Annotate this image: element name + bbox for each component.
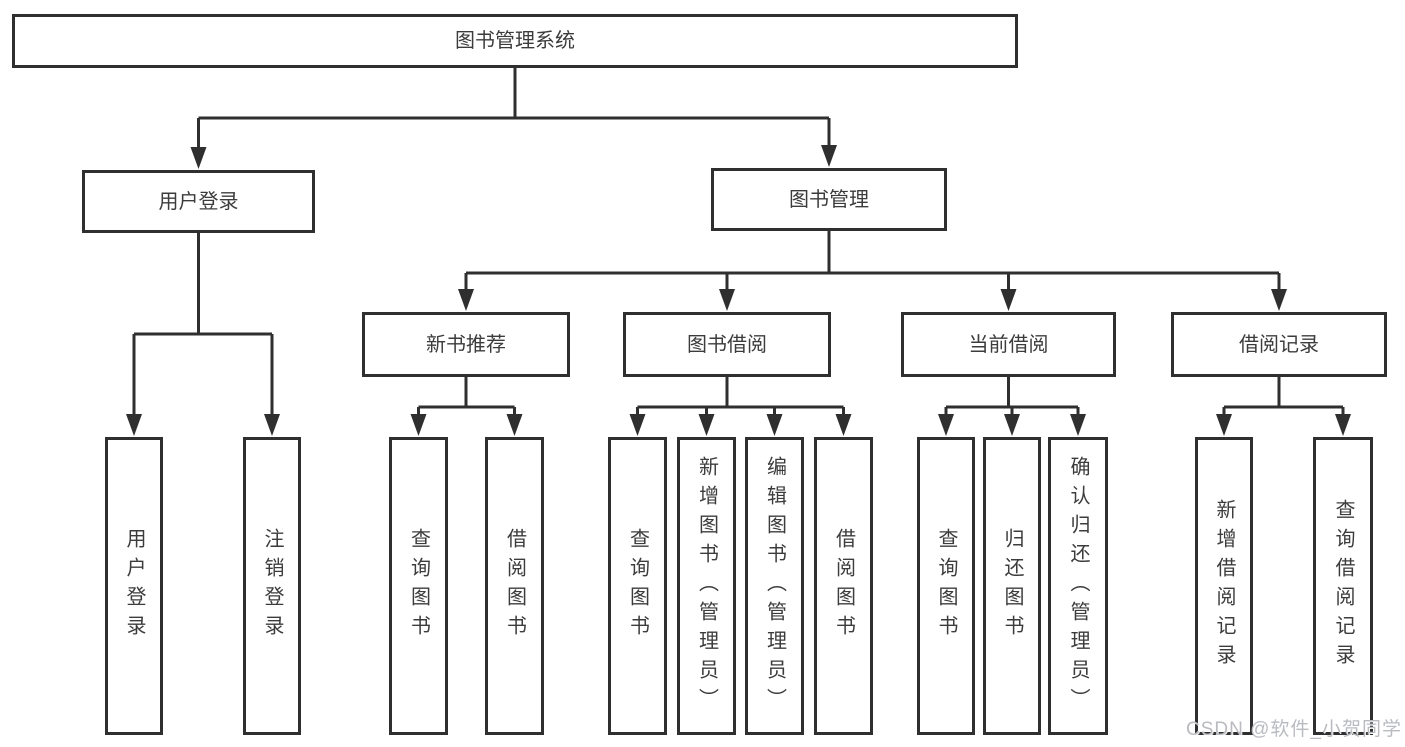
diagram-node-label: 查询图书 — [407, 528, 430, 644]
diagram-node-u2: 注销登录 — [243, 437, 301, 735]
diagram-node-current: 当前借阅 — [901, 312, 1116, 377]
diagram-node-label: 图书管理 — [789, 188, 869, 211]
diagram-node-label: 借阅图书 — [503, 528, 526, 644]
diagram-node-newbook: 新书推荐 — [362, 312, 570, 377]
diagram-node-label: 查询图书 — [626, 528, 649, 644]
diagram-node-label: 新增图书（管理员） — [695, 455, 718, 717]
diagram-node-r2: 查询借阅记录 — [1313, 437, 1373, 735]
diagram-node-label: 查询借阅记录 — [1332, 499, 1354, 673]
diagram-node-label: 查询图书 — [935, 528, 957, 644]
diagram-node-c3: 确认归还（管理员） — [1048, 437, 1108, 735]
diagram-node-n1: 查询图书 — [389, 437, 448, 735]
diagram-node-u1: 用户登录 — [105, 437, 163, 735]
diagram-node-label: 注销登录 — [261, 528, 283, 644]
diagram-node-label: 用户登录 — [158, 190, 239, 213]
diagram-node-label: 图书管理系统 — [455, 30, 575, 52]
arrowhead-icon — [835, 414, 852, 436]
arrowhead-icon — [410, 414, 427, 436]
diagram-node-label: 图书借阅 — [687, 333, 767, 356]
diagram-node-mgmt: 图书管理 — [711, 168, 947, 231]
diagram-node-b3: 编辑图书（管理员） — [745, 437, 804, 735]
diagram-node-label: 当前借阅 — [968, 333, 1049, 356]
diagram-node-label: 编辑图书（管理员） — [763, 455, 786, 717]
arrowhead-icon — [126, 414, 142, 436]
diagram-node-label: 归还图书 — [1001, 528, 1023, 644]
arrowhead-icon — [458, 289, 474, 311]
arrowhead-icon — [938, 414, 954, 436]
arrowhead-icon — [766, 414, 783, 436]
arrowhead-icon — [1216, 414, 1232, 436]
diagram-node-b4: 借阅图书 — [814, 437, 873, 735]
arrowhead-icon — [264, 414, 280, 436]
arrowhead-icon — [1004, 414, 1020, 436]
diagram-node-label: 借阅图书 — [832, 528, 855, 644]
arrowhead-icon — [190, 147, 207, 169]
diagram-node-label: 借阅记录 — [1239, 333, 1319, 356]
diagram-node-n2: 借阅图书 — [485, 437, 544, 735]
arrowhead-icon — [719, 289, 735, 311]
diagram-node-b2: 新增图书（管理员） — [677, 437, 736, 735]
diagram-node-root: 图书管理系统 — [12, 14, 1018, 68]
diagram-node-login: 用户登录 — [82, 170, 315, 233]
diagram-node-label: 确认归还（管理员） — [1067, 455, 1089, 717]
arrowhead-icon — [506, 414, 523, 436]
diagram-node-c1: 查询图书 — [917, 437, 975, 735]
diagram-node-borrow: 图书借阅 — [623, 312, 831, 377]
diagram-node-label: 新增借阅记录 — [1213, 499, 1235, 673]
diagram-node-b1: 查询图书 — [608, 437, 667, 735]
diagram-node-r1: 新增借阅记录 — [1195, 437, 1253, 735]
arrowhead-icon — [629, 414, 646, 436]
watermark: CSDN @软件_小贺同学 — [1186, 719, 1402, 740]
arrowhead-icon — [698, 414, 715, 436]
arrowhead-icon — [1000, 289, 1017, 311]
diagram-node-label: 用户登录 — [123, 528, 145, 644]
arrowhead-icon — [1070, 414, 1086, 436]
diagram-node-c2: 归还图书 — [983, 437, 1041, 735]
arrowhead-icon — [1271, 289, 1287, 311]
diagram-node-label: 新书推荐 — [426, 333, 506, 356]
diagram-node-records: 借阅记录 — [1171, 312, 1387, 377]
arrowhead-icon — [821, 145, 837, 167]
arrowhead-icon — [1335, 414, 1351, 436]
